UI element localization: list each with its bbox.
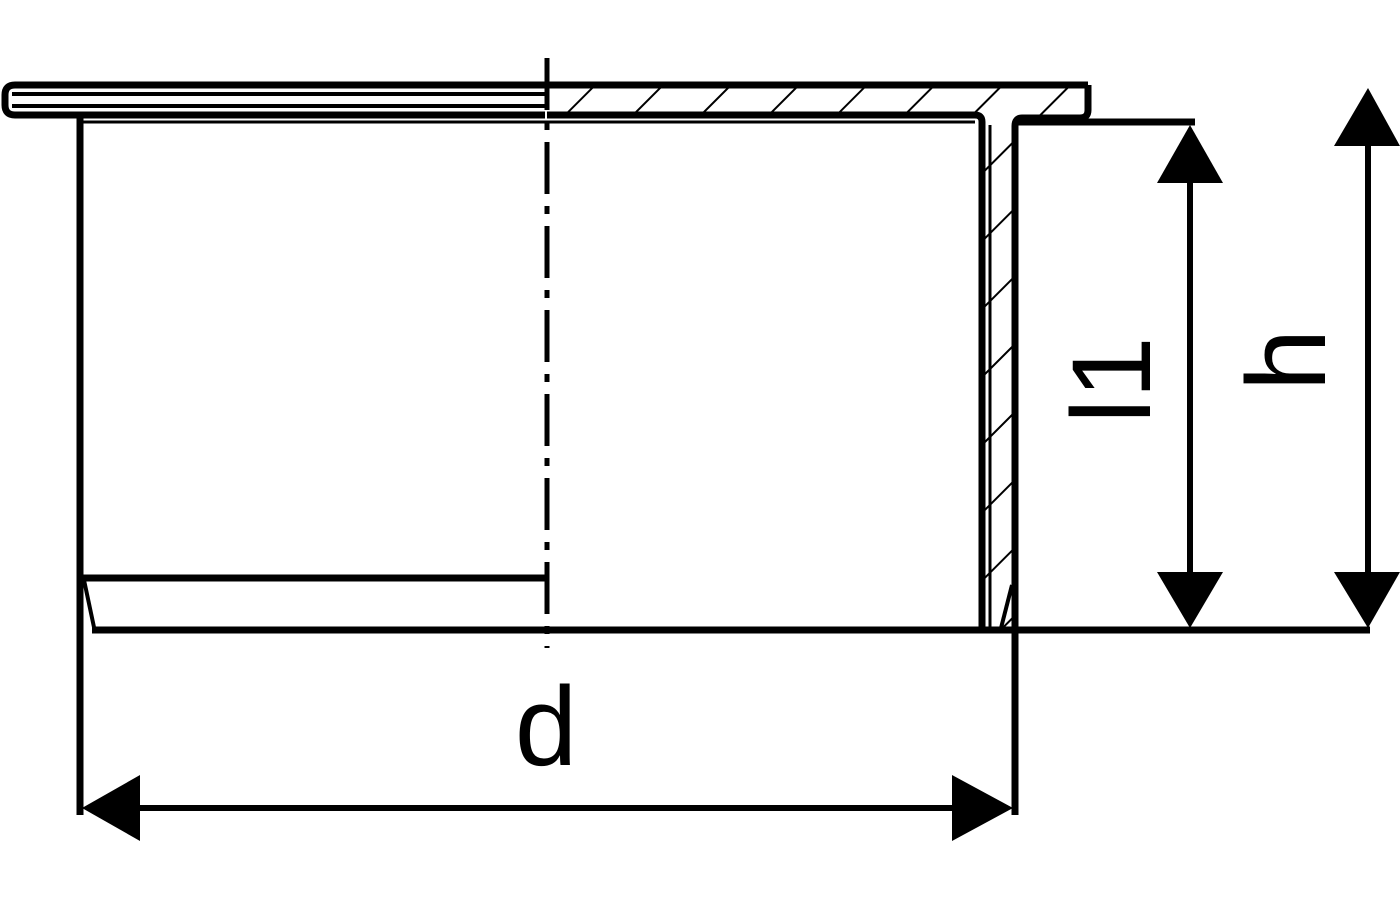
h-arrow-top-icon xyxy=(1334,88,1400,146)
l1-arrow-top-icon xyxy=(1157,125,1223,183)
chamfer-edge-left xyxy=(82,579,97,633)
label-l1: l1 xyxy=(1049,336,1174,423)
hatched-flange-section xyxy=(547,88,1086,630)
label-d: d xyxy=(515,664,577,789)
d-arrow-right-icon xyxy=(952,775,1013,841)
flange-right-end xyxy=(1011,85,1092,815)
l1-arrow-bottom-icon xyxy=(1157,572,1223,628)
h-arrow-bottom-icon xyxy=(1334,572,1400,628)
chamfer-edge-right xyxy=(998,584,1014,633)
d-arrow-left-icon xyxy=(82,775,140,841)
flange-outline xyxy=(1,81,1088,119)
flange-hatch-bottom xyxy=(547,111,986,630)
label-h: h xyxy=(1224,329,1349,391)
